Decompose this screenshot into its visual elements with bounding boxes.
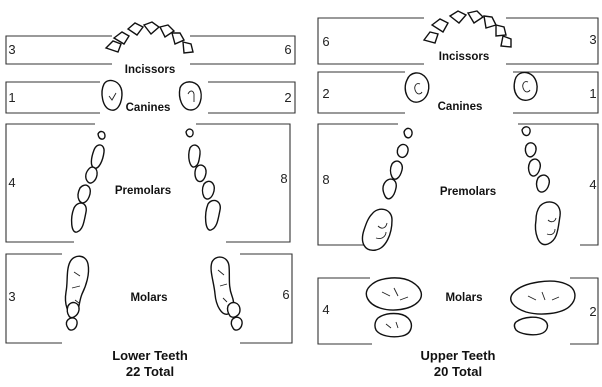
lower-caption-title: Lower Teeth: [112, 348, 188, 363]
upper-teeth-diagram: Incissors Canines Premolars Molars 6 3 2…: [318, 11, 598, 379]
lower-molars-label: Molars: [130, 292, 167, 304]
upper-canines-right-count: 1: [589, 86, 596, 101]
lower-incisors-left-count: 3: [8, 42, 15, 57]
lower-molars-right-count: 6: [282, 287, 289, 302]
upper-incisors-left-count: 6: [322, 34, 329, 49]
upper-canine-teeth: [405, 73, 537, 103]
upper-canines-left-count: 2: [322, 86, 329, 101]
lower-incisors-label: Incissors: [125, 64, 176, 76]
upper-canines-left-bracket: [318, 72, 405, 113]
lower-premolars-right-count: 8: [280, 171, 287, 186]
lower-caption-total: 22 Total: [126, 364, 174, 379]
upper-premolars-label: Premolars: [440, 186, 496, 198]
upper-incisors-right-bracket: [506, 18, 598, 64]
upper-molar-teeth: [366, 278, 575, 337]
lower-canines-right-count: 2: [284, 90, 291, 105]
lower-molars-left-count: 3: [8, 289, 15, 304]
upper-premolars-left-count: 8: [322, 172, 329, 187]
lower-premolars-left-count: 4: [8, 175, 15, 190]
upper-molars-right-count: 2: [589, 304, 596, 319]
upper-molars-label: Molars: [445, 292, 482, 304]
upper-premolars-right-count: 4: [589, 177, 596, 192]
upper-caption-title: Upper Teeth: [421, 348, 496, 363]
lower-incisors-right-count: 6: [284, 42, 291, 57]
lower-canines-label: Canines: [126, 102, 171, 114]
lower-premolar-teeth: [72, 129, 221, 232]
upper-incisor-teeth: [424, 11, 511, 47]
lower-incisor-teeth: [106, 22, 193, 53]
lower-incisors-left-bracket: [6, 36, 112, 64]
upper-canines-label: Canines: [438, 101, 483, 113]
lower-incisors-right-bracket: [190, 36, 295, 64]
lower-canines-right-bracket: [208, 82, 295, 113]
lower-teeth-diagram: Incissors Canines Premolars Molars 3 6 1…: [6, 22, 295, 379]
upper-incisors-left-bracket: [318, 18, 424, 64]
upper-molars-left-count: 4: [322, 302, 329, 317]
upper-incisors-right-count: 3: [589, 32, 596, 47]
lower-canines-left-bracket: [6, 82, 100, 113]
lower-canines-left-count: 1: [8, 90, 15, 105]
lower-premolars-label: Premolars: [115, 185, 171, 197]
upper-incisors-label: Incissors: [439, 51, 490, 63]
upper-caption-total: 20 Total: [434, 364, 482, 379]
